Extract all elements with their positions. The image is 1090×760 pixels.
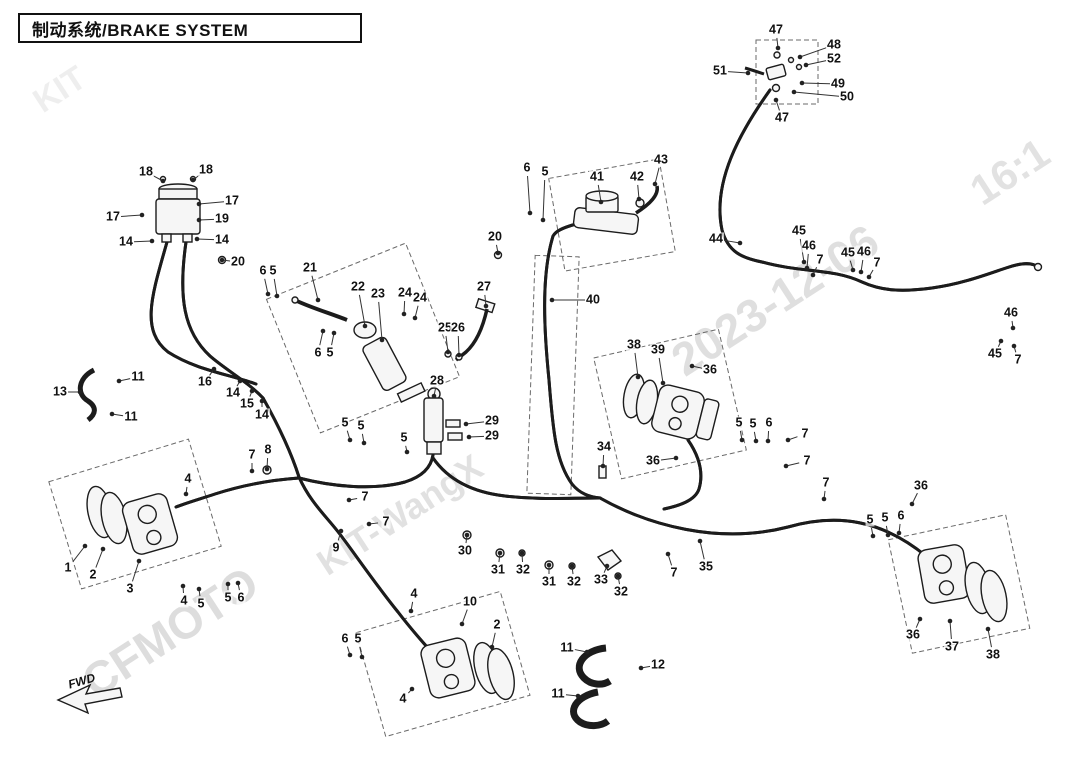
brake-lines: [149, 88, 1040, 660]
title-box: 制动系统/BRAKE SYSTEM: [18, 13, 362, 43]
proportioning-valve: [423, 387, 463, 455]
front-left-caliper: [86, 485, 179, 555]
lower-front-caliper: [420, 637, 515, 701]
fwd-arrow: FWD: [50, 666, 130, 724]
caliper-bracket-forks: [570, 644, 612, 730]
front-master-cylinder: [291, 296, 426, 403]
group-outline-boxes: [48, 39, 1031, 738]
rear-caliper: [622, 373, 720, 441]
page-title: 制动系统/BRAKE SYSTEM: [32, 20, 249, 40]
top-fittings: [744, 51, 1043, 272]
front-reservoir: [155, 175, 227, 265]
hose-guide-bracket: [77, 367, 97, 422]
brake-pedal: [444, 297, 496, 362]
fwd-arrow-shape: [56, 683, 123, 715]
brake-lines-highlight: [149, 88, 1040, 660]
front-right-caliper: [917, 544, 1008, 623]
rear-master-cylinder: [493, 185, 659, 260]
